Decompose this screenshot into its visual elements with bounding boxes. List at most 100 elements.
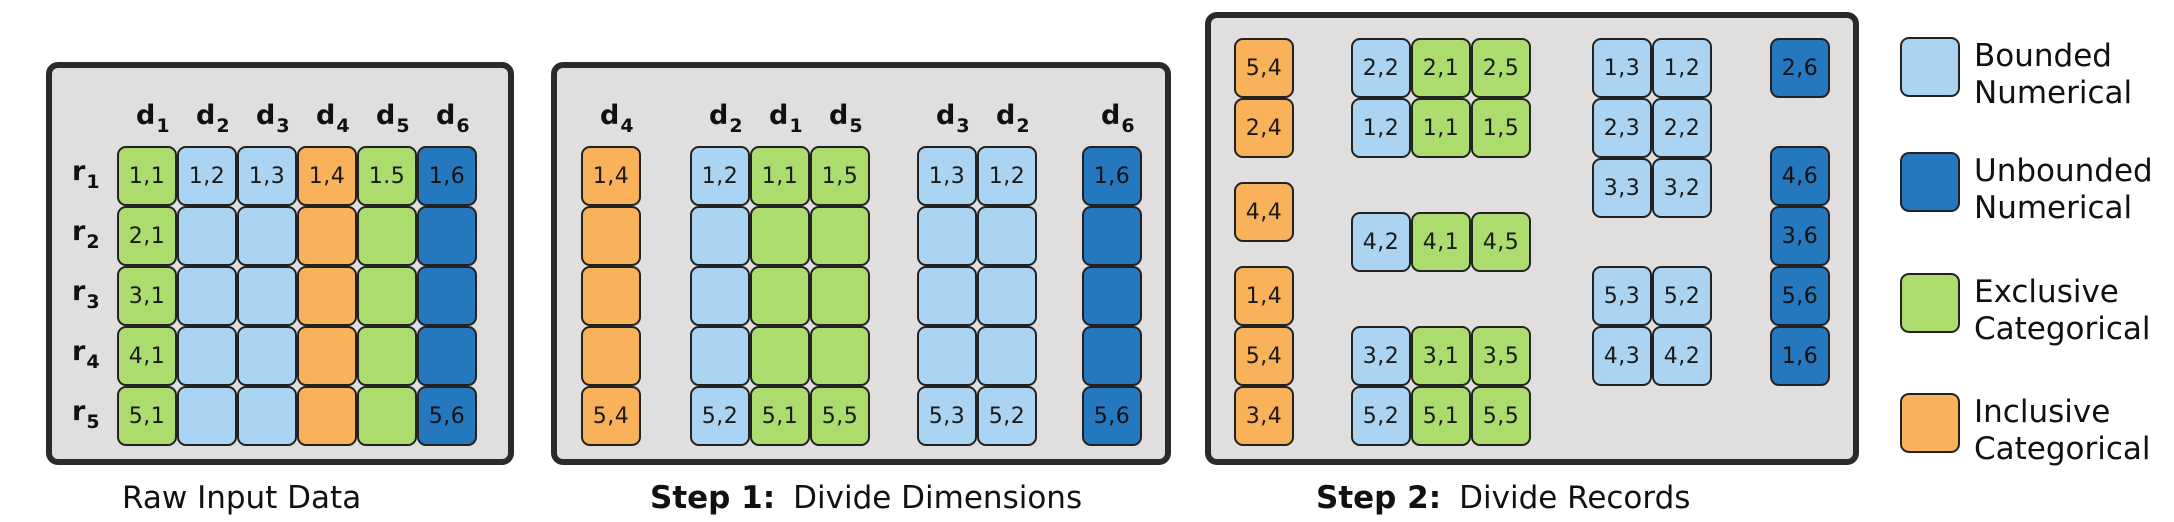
step1-data-cell: [917, 206, 977, 266]
step1-data-cell: 5,1: [750, 386, 810, 446]
step1-caption-bold: Step 1:: [650, 480, 776, 516]
raw-data-cell: 2,1: [117, 206, 177, 266]
legend-swatch-inclusive-categorical: [1900, 393, 1960, 453]
step2-panel: [1205, 12, 1859, 465]
step1-data-cell: 5,2: [977, 386, 1037, 446]
raw-input-caption: Raw Input Data: [122, 480, 362, 516]
step1-data-cell: [750, 266, 810, 326]
raw-row-header-base: r: [72, 216, 86, 247]
raw-row-header-subscript: 1: [86, 171, 100, 193]
legend-swatch-unbounded-numerical: [1900, 152, 1960, 212]
step2-group-cell: 2,3: [1592, 98, 1652, 158]
step2-group-cell: 1,1: [1411, 98, 1471, 158]
legend-swatch-exclusive-categorical: [1900, 273, 1960, 333]
legend-label-line: Inclusive: [1974, 394, 2111, 430]
step1-data-cell: 5,5: [810, 386, 870, 446]
step1-column-header-subscript: 1: [789, 115, 803, 137]
step2-group-cell: 3,1: [1411, 326, 1471, 386]
step1-data-cell: 1,1: [750, 146, 810, 206]
step1-column-header-subscript: 2: [729, 115, 743, 137]
raw-row-header: r4: [72, 336, 100, 373]
step2-group-cell: 5,5: [1471, 386, 1531, 446]
step1-caption-text: Divide Dimensions: [793, 480, 1083, 516]
step1-column-header-subscript: 2: [1016, 115, 1030, 137]
step1-data-cell: [810, 266, 870, 326]
step2-inclusive-cell: 5,4: [1234, 38, 1294, 98]
step1-column-header-base: d: [600, 100, 620, 131]
raw-data-cell: 5,1: [117, 386, 177, 446]
raw-column-header-base: d: [136, 100, 156, 131]
step1-column-header-subscript: 3: [956, 115, 970, 137]
raw-row-header: r5: [72, 396, 100, 433]
step1-column-header: d4: [600, 100, 634, 137]
step1-column-header: d1: [769, 100, 803, 137]
step2-group-cell: 1,5: [1471, 98, 1531, 158]
step1-column-header-base: d: [936, 100, 956, 131]
raw-column-header-base: d: [316, 100, 336, 131]
step1-data-cell: 5,3: [917, 386, 977, 446]
step2-unbounded-cell: 5,6: [1770, 266, 1830, 326]
raw-data-cell: [417, 326, 477, 386]
step2-caption: Step 2:Divide Records: [1316, 480, 1690, 516]
raw-data-cell: [357, 386, 417, 446]
step1-column-header-base: d: [996, 100, 1016, 131]
raw-column-header: d3: [256, 100, 290, 137]
step2-group-cell: 4,1: [1411, 212, 1471, 272]
raw-row-header-subscript: 2: [86, 231, 100, 253]
step1-data-cell: 5,2: [690, 386, 750, 446]
raw-row-header-base: r: [72, 276, 86, 307]
step1-data-cell: [581, 266, 641, 326]
step1-column-header: d5: [829, 100, 863, 137]
raw-column-header: d5: [376, 100, 410, 137]
raw-data-cell: 1,6: [417, 146, 477, 206]
step1-data-cell: 1,6: [1082, 146, 1142, 206]
legend-label-line: Categorical: [1974, 311, 2151, 347]
raw-column-header-subscript: 2: [216, 115, 230, 137]
raw-data-cell: 1,4: [297, 146, 357, 206]
raw-data-cell: 1,1: [117, 146, 177, 206]
legend-label-line: Bounded: [1974, 38, 2112, 74]
step1-data-cell: 5,6: [1082, 386, 1142, 446]
step2-group-cell: 1,2: [1652, 38, 1712, 98]
step1-data-cell: 1,2: [977, 146, 1037, 206]
raw-column-header-subscript: 6: [456, 115, 470, 137]
step1-column-header: d3: [936, 100, 970, 137]
step2-inclusive-cell: 5,4: [1234, 326, 1294, 386]
step1-data-cell: [1082, 326, 1142, 386]
step1-column-header-base: d: [769, 100, 789, 131]
step1-data-cell: [1082, 206, 1142, 266]
step1-column-header: d2: [996, 100, 1030, 137]
raw-column-header-base: d: [256, 100, 276, 131]
step1-column-header: d6: [1101, 100, 1135, 137]
raw-data-cell: [297, 266, 357, 326]
step1-data-cell: [750, 326, 810, 386]
step2-unbounded-cell: 2,6: [1770, 38, 1830, 98]
step2-group-cell: 5,1: [1411, 386, 1471, 446]
step1-data-cell: [690, 266, 750, 326]
raw-data-cell: [357, 206, 417, 266]
step2-group-cell: 3,2: [1652, 158, 1712, 218]
raw-data-cell: 4,1: [117, 326, 177, 386]
step1-data-cell: [690, 206, 750, 266]
step1-data-cell: [917, 266, 977, 326]
step2-caption-text: Divide Records: [1459, 480, 1691, 516]
raw-row-header-base: r: [72, 156, 86, 187]
step1-column-header-base: d: [709, 100, 729, 131]
step1-column-header: d2: [709, 100, 743, 137]
step1-data-cell: [1082, 266, 1142, 326]
step1-column-header-subscript: 4: [620, 115, 634, 137]
raw-row-header-base: r: [72, 336, 86, 367]
step2-group-cell: 4,2: [1652, 326, 1712, 386]
raw-data-cell: [237, 206, 297, 266]
step2-group-cell: 2,5: [1471, 38, 1531, 98]
step1-data-cell: 1,2: [690, 146, 750, 206]
step1-data-cell: [810, 206, 870, 266]
raw-column-header: d2: [196, 100, 230, 137]
legend-label-inclusive-categorical: Inclusive Categorical: [1974, 394, 2151, 468]
step1-column-header-base: d: [829, 100, 849, 131]
raw-column-header-subscript: 3: [276, 115, 290, 137]
raw-column-header-subscript: 4: [336, 115, 350, 137]
step1-column-header-subscript: 5: [849, 115, 863, 137]
step1-data-cell: [690, 326, 750, 386]
step2-inclusive-cell: 3,4: [1234, 386, 1294, 446]
